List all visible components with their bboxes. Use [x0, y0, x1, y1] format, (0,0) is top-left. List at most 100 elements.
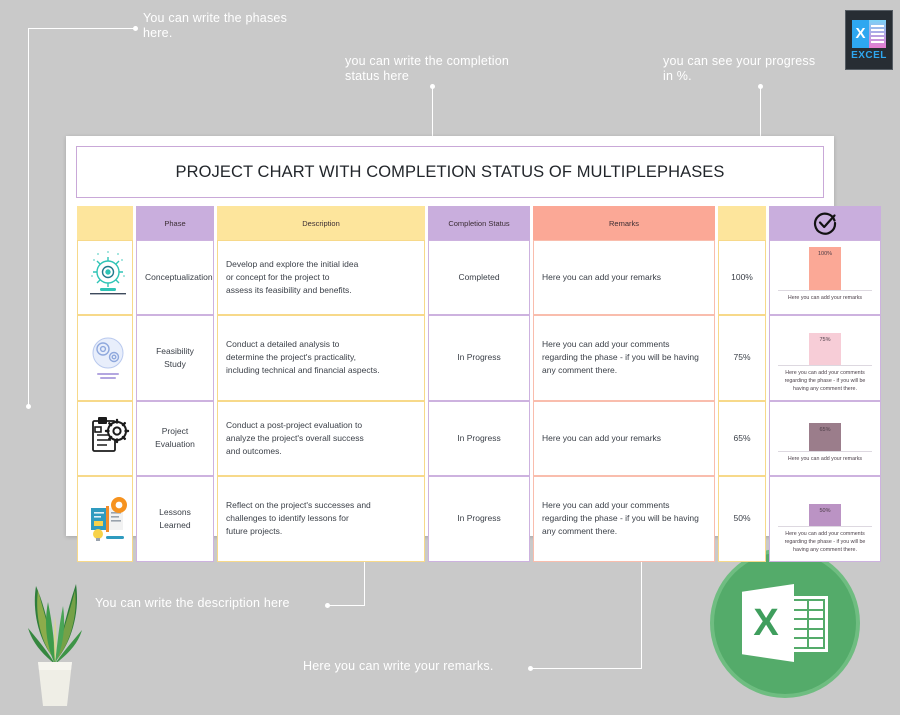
phase-description: Conduct a post-project evaluation to ana…	[217, 400, 425, 476]
annotation-progress-leader	[760, 88, 761, 138]
excel-badge-icon: X	[852, 19, 886, 48]
completion-status: Completed	[428, 240, 530, 315]
excel-logo-document: X	[742, 584, 828, 662]
progress-chart-cell: 100% Here you can add your remarks	[769, 240, 881, 315]
completion-status: In Progress	[428, 400, 530, 476]
progress-bar: 50%	[809, 504, 841, 526]
progress-bar: 65%	[809, 422, 841, 451]
table-header-row: Phase Description Completion Status Rema…	[77, 206, 881, 240]
progress-bar-label: 75%	[819, 336, 831, 343]
annotation-progress-dot	[758, 84, 763, 89]
table-row: Feasibility Study Conduct a detailed ana…	[77, 315, 881, 401]
clipboard-gear-icon	[92, 417, 130, 453]
row-icon-cell	[77, 315, 133, 401]
progress-bar-chart: 50% Here you can add your comments regar…	[778, 483, 872, 555]
phase-name: Conceptualization	[136, 240, 214, 315]
table-header: Phase Description Completion Status Rema…	[77, 206, 881, 240]
completion-percent: 75%	[718, 315, 766, 401]
row-icon-cell	[77, 400, 133, 476]
column-header-icon	[77, 206, 133, 240]
annotation-description: You can write the description here	[95, 596, 290, 610]
column-header-remarks: Remarks	[533, 206, 715, 240]
excel-logo-grid	[788, 596, 828, 652]
progress-chart-cell: 75% Here you can add your comments regar…	[769, 315, 881, 401]
progress-bar-caption: Here you can add your remarks	[787, 295, 863, 301]
bar-plot-area: 75%	[778, 322, 872, 366]
column-header-progress	[769, 206, 881, 240]
phase-remarks: Here you can add your remarks	[533, 240, 715, 315]
column-header-completion-status: Completion Status	[428, 206, 530, 240]
progress-bar-label: 50%	[819, 508, 831, 515]
excel-logo: X	[714, 552, 856, 694]
gears-circle-icon	[92, 337, 124, 379]
annotation-progress: you can see your progress in %.	[663, 54, 816, 83]
excel-badge: X EXCEL	[845, 10, 893, 70]
phase-remarks: Here you can add your comments regarding…	[533, 315, 715, 401]
bar-plot-area: 50%	[778, 483, 872, 527]
book-lightbulb-icon	[91, 496, 127, 541]
excel-badge-grid	[869, 19, 886, 48]
table-row: Lessons Learned Reflect on the project's…	[77, 475, 881, 562]
annotation-phases: You can write the phases here.	[143, 11, 288, 40]
table-row: Project Evaluation Conduct a post-projec…	[77, 400, 881, 476]
table-row: Conceptualization Develop and explore th…	[77, 240, 881, 315]
phase-name: Project Evaluation	[136, 400, 214, 476]
chart-title-box: PROJECT CHART WITH COMPLETION STATUS OF …	[76, 146, 824, 198]
plant-illustration	[28, 584, 82, 706]
row-icon-cell	[77, 475, 133, 562]
project-chart-table: Phase Description Completion Status Rema…	[74, 206, 884, 562]
annotation-status: you can write the completion status here	[345, 54, 510, 83]
progress-bar-chart: 75% Here you can add your comments regar…	[778, 322, 872, 394]
phase-remarks: Here you can add your comments regarding…	[533, 475, 715, 562]
progress-chart-cell: 50% Here you can add your comments regar…	[769, 475, 881, 562]
progress-bar-chart: 65% Here you can add your remarks	[778, 408, 872, 469]
progress-bar-caption: Here you can add your comments regarding…	[784, 370, 866, 392]
progress-chart-cell: 65% Here you can add your remarks	[769, 400, 881, 476]
completion-status: In Progress	[428, 315, 530, 401]
progress-bar-caption: Here you can add your comments regarding…	[784, 530, 866, 553]
annotation-remarks-leader-v	[641, 546, 642, 669]
annotation-remarks-leader-h	[532, 668, 642, 669]
annotation-description-leader-h	[329, 605, 365, 606]
check-circle-icon	[813, 212, 837, 235]
annotation-status-dot	[430, 84, 435, 89]
completion-percent: 50%	[718, 475, 766, 562]
annotation-remarks-dot	[528, 666, 533, 671]
brain-gear-icon	[90, 251, 126, 295]
excel-badge-letter: X	[852, 19, 869, 48]
annotation-phases-endpoint	[26, 404, 31, 409]
progress-bar-chart: 100% Here you can add your remarks	[778, 247, 872, 308]
project-chart-card: PROJECT CHART WITH COMPLETION STATUS OF …	[66, 136, 881, 562]
annotation-phases-leader-h	[28, 28, 135, 29]
completion-percent: 65%	[718, 400, 766, 476]
bar-plot-area: 100%	[778, 247, 872, 291]
progress-bar-label: 65%	[819, 426, 831, 433]
bar-plot-area: 65%	[778, 408, 872, 452]
annotation-description-dot	[325, 603, 330, 608]
phase-remarks: Here you can add your remarks	[533, 400, 715, 476]
annotation-phases-dot	[133, 26, 138, 31]
progress-bar: 100%	[809, 247, 841, 290]
phase-description: Develop and explore the initial idea or …	[217, 240, 425, 315]
annotation-remarks: Here you can write your remarks.	[303, 659, 494, 673]
annotation-phases-leader-v	[28, 28, 29, 406]
progress-bar-caption: Here you can add your remarks	[787, 455, 863, 462]
progress-bar: 75%	[809, 332, 841, 365]
annotation-description-leader-v	[364, 546, 365, 606]
page-title: PROJECT CHART WITH COMPLETION STATUS OF …	[175, 162, 725, 181]
excel-logo-page: X	[742, 584, 794, 662]
phase-name: Feasibility Study	[136, 315, 214, 401]
column-header-description: Description	[217, 206, 425, 240]
phase-description: Reflect on the project's successes and c…	[217, 475, 425, 562]
excel-badge-label: EXCEL	[851, 49, 887, 61]
completion-status: In Progress	[428, 475, 530, 562]
progress-bar-label: 100%	[817, 251, 833, 257]
phase-description: Conduct a detailed analysis to determine…	[217, 315, 425, 401]
column-header-percent	[718, 206, 766, 240]
excel-logo-letter: X	[753, 601, 779, 644]
column-header-phase: Phase	[136, 206, 214, 240]
completion-percent: 100%	[718, 240, 766, 315]
row-icon-cell	[77, 240, 133, 315]
table-body: Conceptualization Develop and explore th…	[77, 240, 881, 562]
